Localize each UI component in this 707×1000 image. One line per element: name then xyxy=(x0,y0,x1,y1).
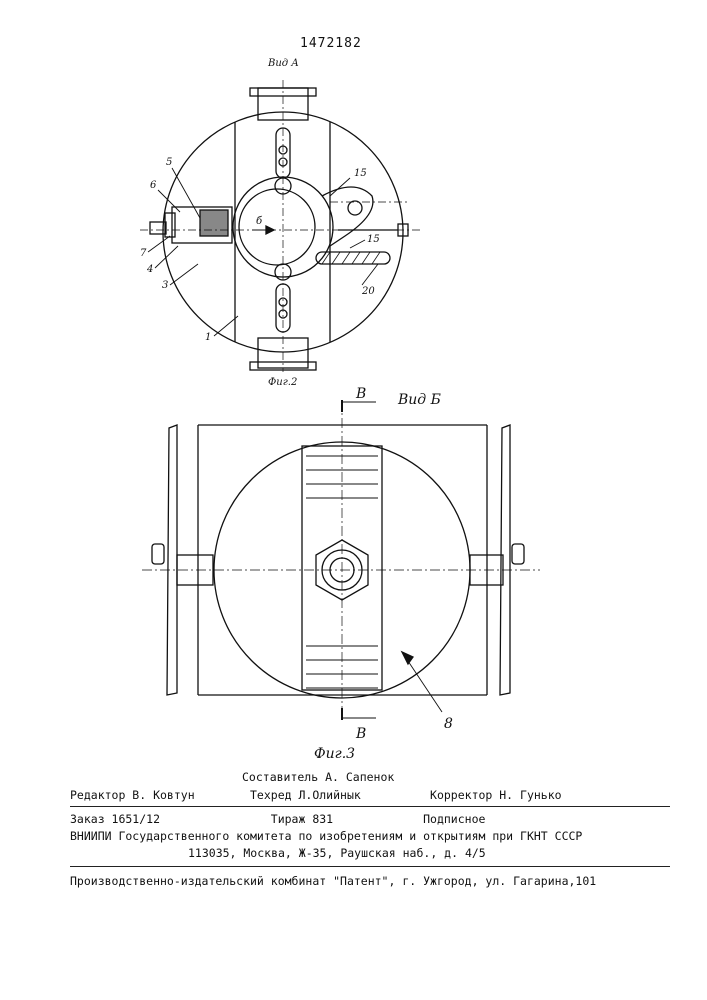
fig3-drawing xyxy=(142,400,540,720)
technical-drawing: Вид А Фиг.2 б 5 6 7 4 3 1 15 15 20 Вид Б… xyxy=(0,0,707,770)
fig2-arrow-label: б xyxy=(256,216,263,227)
fig2-callout-7: 7 xyxy=(140,248,147,259)
fig2-callout-1: 1 xyxy=(205,332,211,343)
fig3-caption: Фиг.3 xyxy=(314,746,355,762)
colophon-address: 113035, Москва, Ж-35, Раушская наб., д. … xyxy=(188,846,707,860)
colophon-rule-2 xyxy=(70,866,670,867)
fig3-section-top: В xyxy=(355,386,366,402)
colophon-editors: Редактор В. Ковтун Техред Л.Олийнык Корр… xyxy=(70,788,670,802)
colophon-order: Заказ 1651/12 Тираж 831 Подписное xyxy=(70,812,670,826)
fig2-callout-3: 3 xyxy=(162,280,168,291)
fig3-callout-8: 8 xyxy=(444,716,453,732)
colophon-publisher: ВНИИПИ Государственного комитета по изоб… xyxy=(70,829,670,843)
fig2-callout-15a: 15 xyxy=(354,168,367,179)
colophon-compiler: Составитель А. Сапенок xyxy=(242,770,707,784)
colophon-printer: Производственно-издательский комбинат "П… xyxy=(70,874,670,888)
fig2-callout-20: 20 xyxy=(361,286,375,297)
fig2-callout-6: 6 xyxy=(150,180,157,191)
colophon-rule-1 xyxy=(70,806,670,807)
fig3-view-label: Вид Б xyxy=(397,392,441,408)
fig2-bore xyxy=(239,189,315,265)
fig2-caption: Фиг.2 xyxy=(268,377,297,388)
fig2-callout-5: 5 xyxy=(166,157,172,168)
fig2-view-label: Вид А xyxy=(267,58,299,69)
fig3-section-bottom: В xyxy=(355,726,366,742)
fig2-callout-4: 4 xyxy=(146,264,153,275)
fig2-drawing xyxy=(140,80,420,372)
fig2-callout-15b: 15 xyxy=(367,234,380,245)
